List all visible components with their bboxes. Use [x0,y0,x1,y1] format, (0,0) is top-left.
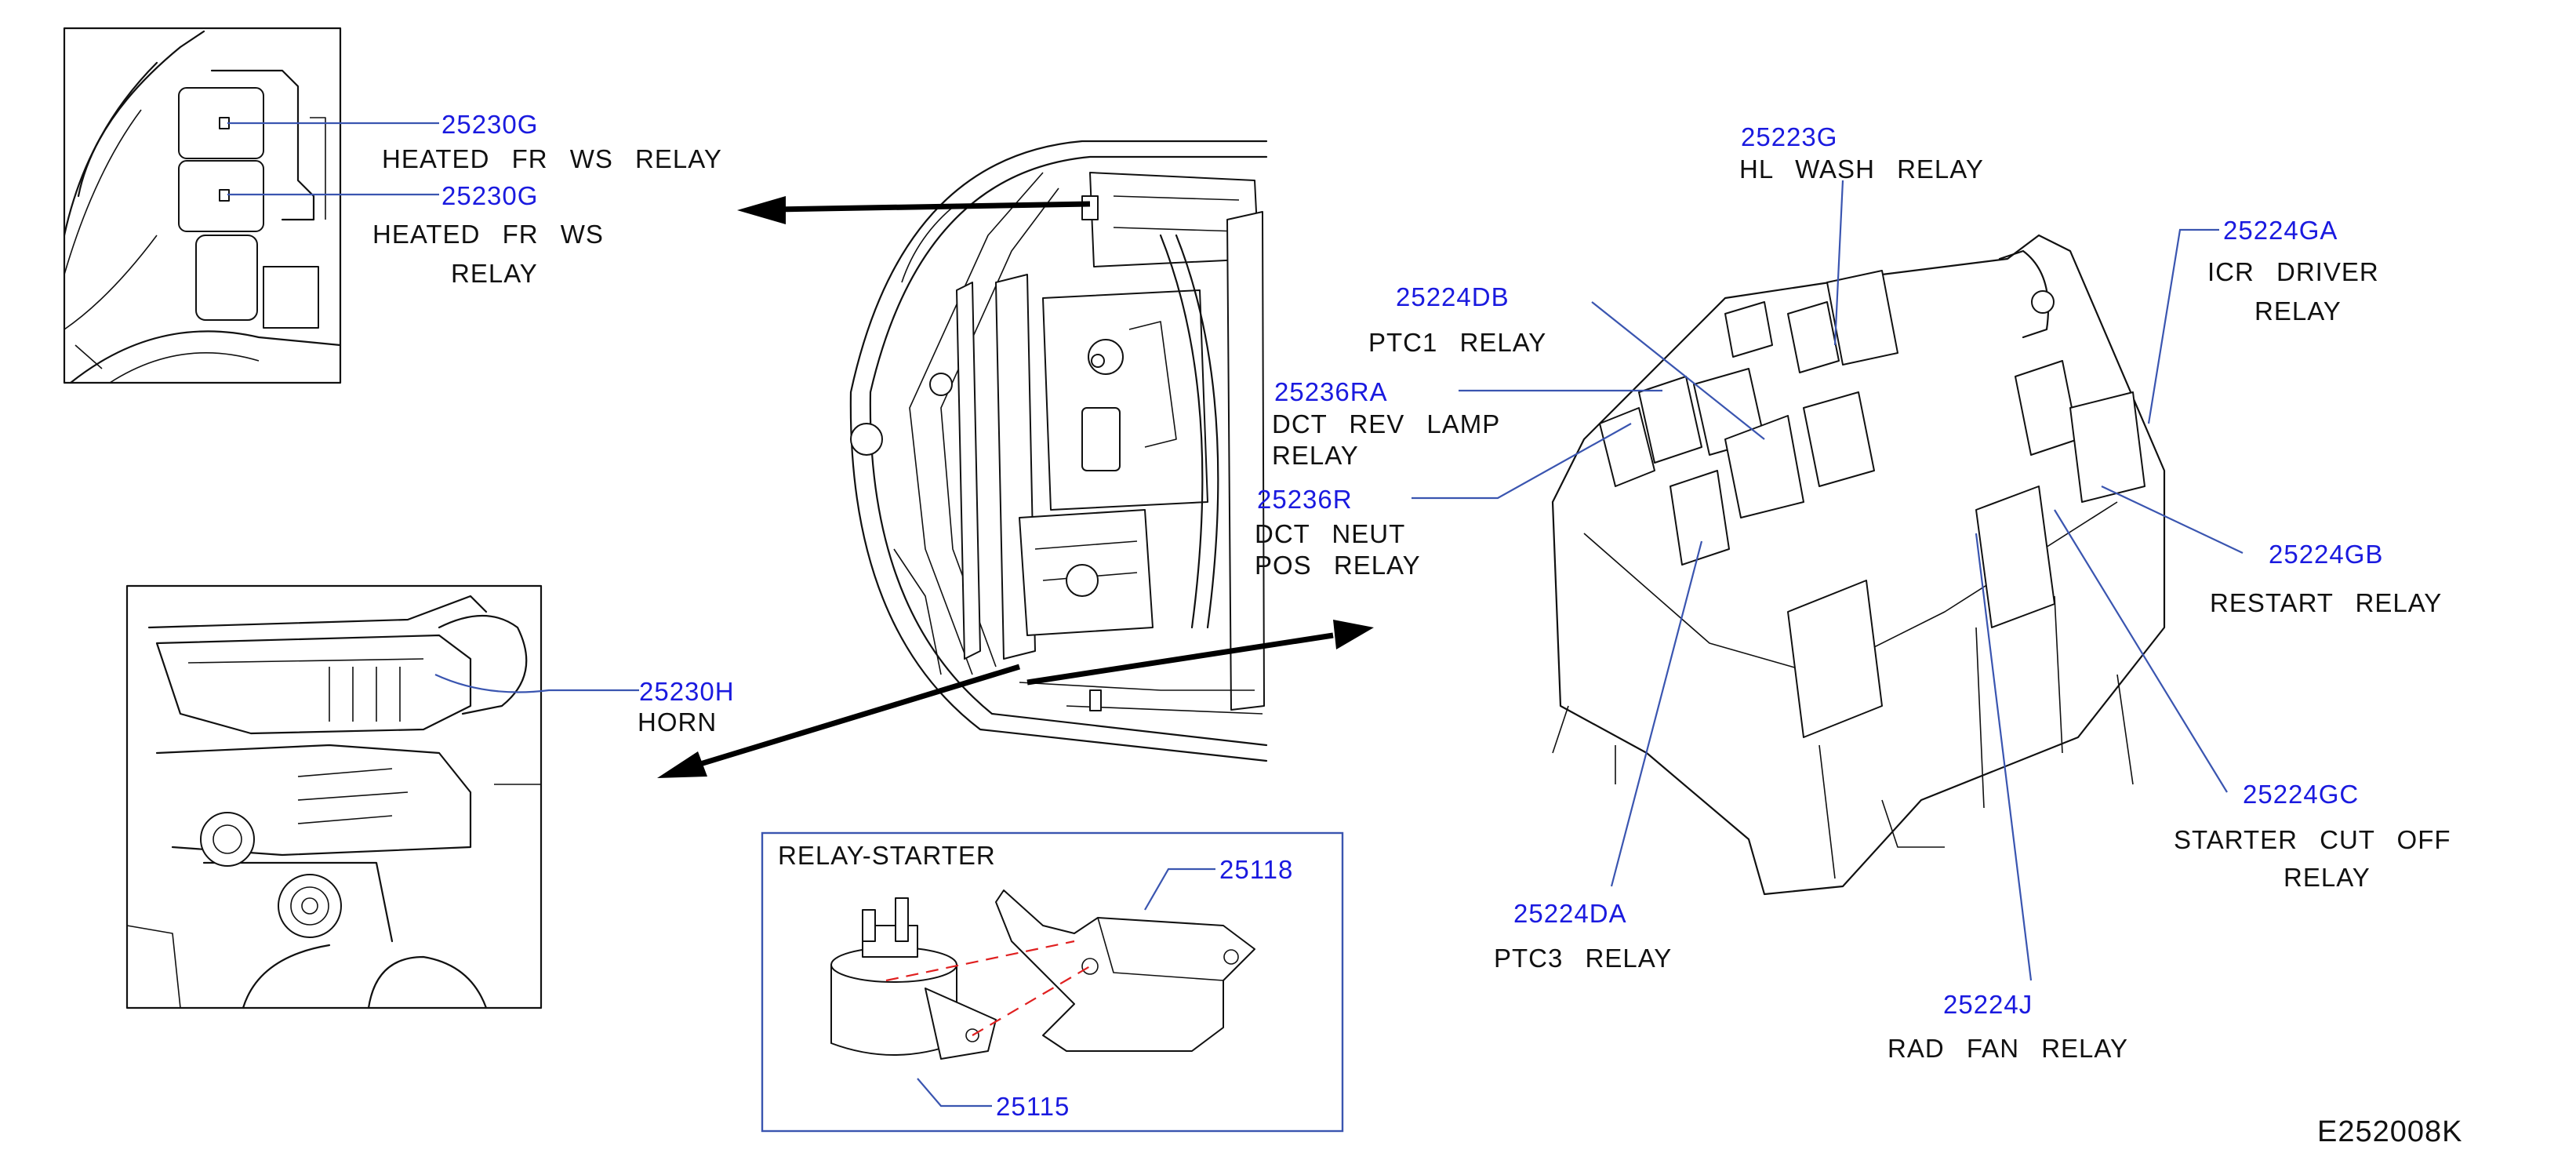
callout-part-number: 25230H [639,677,735,706]
pointer-arrows [657,196,1374,778]
starter-relay-drawing [830,897,997,1060]
callout-heated-fr-ws-relay-2: 25230G HEATED FR WS RELAY [372,181,604,288]
callout-description: RAD FAN RELAY [1887,1034,2128,1063]
callout-part-number: 25236RA [1274,377,1388,406]
callout-ptc3-relay: 25224DA PTC3 RELAY [1494,899,1672,973]
callout-part-number: 25224DB [1396,282,1510,311]
callout-description: POS RELAY [1255,551,1421,580]
callout-description: RESTART RELAY [2210,588,2442,617]
callout-description: HEATED FR WS RELAY [382,144,722,173]
callout-starter-cut-off-relay: 25224GC STARTER CUT OFF RELAY [2174,780,2451,892]
callout-description: DCT REV LAMP [1272,409,1500,438]
callout-description: RELAY [2254,296,2342,326]
callout-ptc1-relay: 25224DB PTC1 RELAY [1368,282,1546,357]
callout-part-number: 25236R [1257,485,1353,514]
callout-description: DCT NEUT [1255,519,1405,548]
callout-part-number: 25230G [441,110,538,139]
callout-horn: 25230H HORN [638,677,735,737]
relay-starter-box: RELAY-STARTER 25118 25115 [761,831,1344,1133]
callout-description: RELAY [1272,441,1359,470]
callout-part-number: 25224DA [1513,899,1627,928]
callout-description: PTC1 RELAY [1368,328,1546,357]
callout-rad-fan-relay: 25224J RAD FAN RELAY [1887,990,2128,1063]
callout-heated-fr-ws-relay-1: 25230G HEATED FR WS RELAY [382,110,722,173]
starter-bracket-drawing [995,889,1255,1052]
diagram-id: E252008K [2317,1115,2463,1148]
callout-description: HORN [638,707,717,737]
callout-part-25115: 25115 [996,1092,1070,1121]
callout-description: HL WASH RELAY [1739,155,1984,184]
callout-part-number: 25224GB [2269,540,2383,569]
callout-restart-relay: 25224GB RESTART RELAY [2210,540,2442,617]
callout-dct-neut-pos-relay: 25236R DCT NEUT POS RELAY [1255,485,1421,580]
callout-part-25118: 25118 [1219,855,1293,884]
callout-dct-rev-lamp-relay: 25236RA DCT REV LAMP RELAY [1272,377,1500,470]
callout-icr-driver-relay: 25224GA ICR DRIVER RELAY [2207,216,2379,326]
callout-part-number: 25224J [1943,990,2033,1019]
inset-horn [125,584,543,1009]
relay-starter-title: RELAY-STARTER [778,841,996,870]
callout-part-number: 25230G [441,181,538,210]
callout-part-number: 25224GA [2223,216,2338,245]
inset-heated-relay [63,27,342,384]
callout-description: STARTER CUT OFF [2174,825,2451,854]
callout-description: HEATED FR WS [372,220,604,249]
callout-hl-wash-relay: 25223G HL WASH RELAY [1739,122,1984,184]
callout-description: PTC3 RELAY [1494,944,1672,973]
callout-description: ICR DRIVER [2207,257,2379,286]
callout-description: RELAY [2284,863,2371,892]
relay-box-illustration [1551,234,2166,896]
leader-lines [227,122,2244,981]
callout-part-number: 25224GC [2243,780,2359,809]
vehicle-front-illustration [849,140,1268,762]
callout-description: RELAY [451,259,538,288]
callout-part-number: 25223G [1741,122,1837,151]
